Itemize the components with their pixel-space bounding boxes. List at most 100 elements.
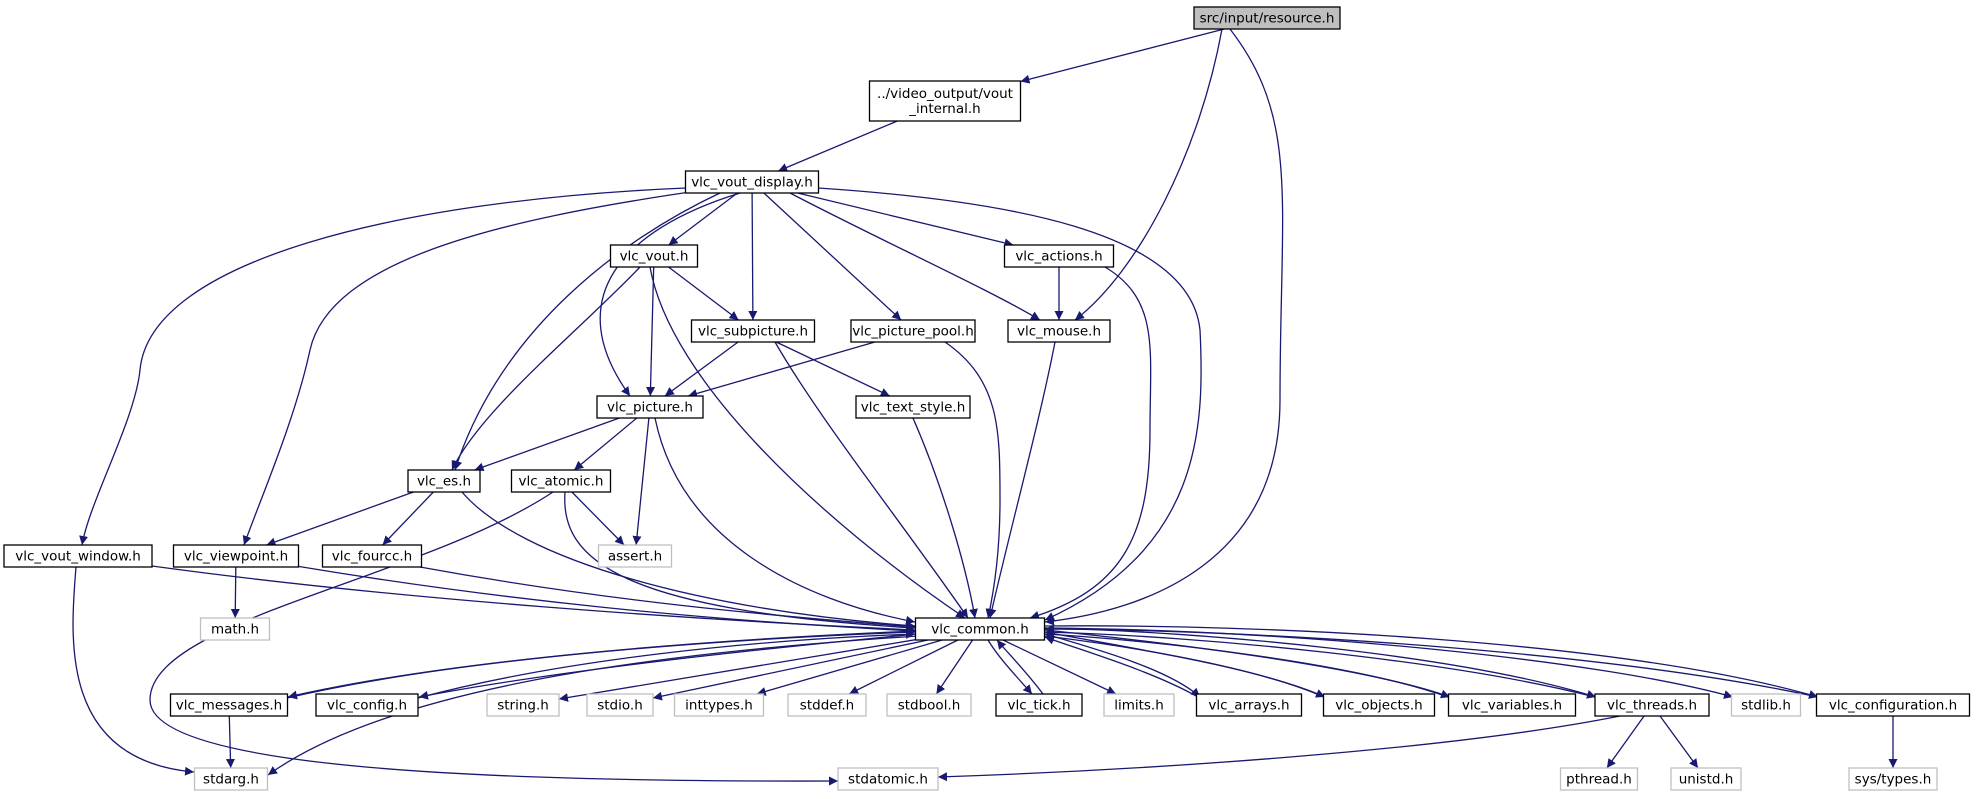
node-objects[interactable]: vlc_objects.h xyxy=(1322,693,1436,717)
node-label: stdarg.h xyxy=(203,772,259,788)
edge-picture-to-assert xyxy=(632,417,650,546)
node-fourcc[interactable]: vlc_fourcc.h xyxy=(321,544,423,568)
edge-common-to-limits xyxy=(1002,639,1117,695)
node-label: vlc_vout_display.h xyxy=(691,175,813,191)
node-messages[interactable]: vlc_messages.h xyxy=(169,693,289,717)
node-picture_pool[interactable]: vlc_picture_pool.h xyxy=(850,319,976,343)
node-box xyxy=(407,469,481,493)
edge-vout-to-subpicture xyxy=(668,266,739,321)
node-common[interactable]: vlc_common.h xyxy=(914,617,1046,641)
node-box xyxy=(914,617,1046,641)
edge-picture_pool-to-common xyxy=(944,341,1001,619)
node-inttypes: inttypes.h xyxy=(673,693,765,717)
edge-fourcc-to-common xyxy=(419,566,916,631)
node-label: sys/types.h xyxy=(1855,772,1932,788)
node-text_style[interactable]: vlc_text_style.h xyxy=(855,395,971,419)
node-tick[interactable]: vlc_tick.h xyxy=(995,693,1083,717)
node-vout_internal[interactable]: ../video_output/vout_internal.h xyxy=(868,80,1022,122)
edge-vout-to-picture xyxy=(646,266,656,397)
node-label: pthread.h xyxy=(1566,772,1632,788)
node-box xyxy=(199,617,271,641)
node-es[interactable]: vlc_es.h xyxy=(407,469,481,493)
edge-vout_display-to-mouse xyxy=(789,192,1041,321)
node-box xyxy=(1447,693,1577,717)
node-label: stdatomic.h xyxy=(848,772,928,788)
node-label: inttypes.h xyxy=(685,698,753,714)
edge-text_style-to-common xyxy=(912,417,978,619)
node-box xyxy=(1007,319,1111,343)
node-box xyxy=(690,319,816,343)
node-actions[interactable]: vlc_actions.h xyxy=(1003,244,1115,268)
node-systypes: sys/types.h xyxy=(1848,767,1938,791)
node-box xyxy=(1322,693,1436,717)
edge-subpicture-to-common xyxy=(774,341,969,619)
node-box xyxy=(787,693,867,717)
edge-picture-to-atomic xyxy=(573,417,638,471)
node-label: stdio.h xyxy=(597,698,643,714)
node-label: vlc_config.h xyxy=(327,698,407,714)
node-config[interactable]: vlc_config.h xyxy=(315,693,419,717)
node-box xyxy=(1103,693,1175,717)
edge-picture-to-common xyxy=(654,417,916,625)
node-label: vlc_tick.h xyxy=(1007,698,1070,714)
edge-arrays-to-common xyxy=(1044,635,1199,698)
node-configuration[interactable]: vlc_configuration.h xyxy=(1815,693,1971,717)
edge-vout_display-to-common xyxy=(817,187,1202,621)
node-box xyxy=(315,693,419,717)
node-vout_display[interactable]: vlc_vout_display.h xyxy=(684,170,820,194)
node-label: vlc_configuration.h xyxy=(1829,698,1957,714)
edge-common-to-configuration xyxy=(1044,625,1819,699)
edge-messages-to-stdarg xyxy=(225,715,235,769)
node-label: vlc_viewpoint.h xyxy=(184,549,288,565)
edge-messages-to-common xyxy=(286,627,916,699)
node-stdbool: stdbool.h xyxy=(886,693,972,717)
node-box xyxy=(1003,244,1115,268)
node-box xyxy=(321,544,423,568)
edge-picture-to-es xyxy=(474,417,620,472)
node-picture[interactable]: vlc_picture.h xyxy=(596,395,704,419)
edge-common-to-arrays xyxy=(1044,633,1201,698)
node-atomic[interactable]: vlc_atomic.h xyxy=(510,469,612,493)
edge-viewpoint-to-common xyxy=(295,565,916,636)
node-vout[interactable]: vlc_vout.h xyxy=(609,244,699,268)
edge-resource-to-common xyxy=(1044,28,1284,626)
node-box xyxy=(1815,693,1971,717)
edge-vout_display-to-picture xyxy=(599,192,741,397)
node-label: vlc_picture_pool.h xyxy=(852,324,974,340)
node-box xyxy=(172,544,300,568)
edge-common-to-stdbool xyxy=(935,639,974,695)
node-box xyxy=(1670,767,1742,791)
node-arrays[interactable]: vlc_arrays.h xyxy=(1195,693,1303,717)
node-box xyxy=(596,395,704,419)
node-label: vlc_es.h xyxy=(417,474,471,490)
node-box xyxy=(868,80,1022,122)
node-threads[interactable]: vlc_threads.h xyxy=(1594,693,1710,717)
edge-vout-to-es xyxy=(451,266,641,471)
node-viewpoint[interactable]: vlc_viewpoint.h xyxy=(172,544,300,568)
edge-config-to-common xyxy=(417,629,916,699)
node-box xyxy=(1195,693,1303,717)
edge-vout_display-to-es xyxy=(453,192,721,471)
node-label: vlc_text_style.h xyxy=(861,400,966,416)
edge-threads-to-stdatomic xyxy=(937,715,1621,782)
node-string: string.h xyxy=(486,693,560,717)
edge-common-to-threads xyxy=(1044,627,1597,699)
node-math: math.h xyxy=(199,617,271,641)
edge-resource-to-vout_internal xyxy=(1020,28,1225,84)
edge-configuration-to-common xyxy=(1044,624,1819,698)
node-unistd: unistd.h xyxy=(1670,767,1742,791)
node-label: ../video_output/vout xyxy=(877,86,1013,102)
node-label: vlc_objects.h xyxy=(1335,698,1422,714)
node-box xyxy=(586,693,654,717)
node-resource: src/input/resource.h xyxy=(1193,6,1341,30)
node-stdatomic: stdatomic.h xyxy=(837,767,939,791)
edge-objects-to-common xyxy=(1044,632,1325,698)
node-subpicture[interactable]: vlc_subpicture.h xyxy=(690,319,816,343)
node-vout_window[interactable]: vlc_vout_window.h xyxy=(3,544,153,568)
edge-threads-to-pthread xyxy=(1606,715,1645,769)
node-label: vlc_picture.h xyxy=(607,400,693,416)
edge-picture_pool-to-picture xyxy=(687,341,876,398)
node-box xyxy=(510,469,612,493)
node-variables[interactable]: vlc_variables.h xyxy=(1447,693,1577,717)
node-mouse[interactable]: vlc_mouse.h xyxy=(1007,319,1111,343)
